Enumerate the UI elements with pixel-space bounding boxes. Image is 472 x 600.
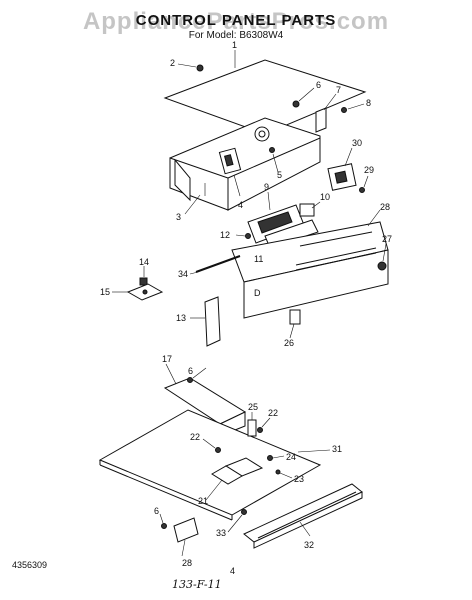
part-28-control-panel: D bbox=[231, 209, 389, 319]
base-panel bbox=[98, 409, 322, 521]
part-6-screw-mid bbox=[187, 367, 207, 383]
callout-14: 14 bbox=[139, 257, 149, 267]
svg-text:D: D bbox=[254, 288, 261, 298]
callout-11: 11 bbox=[254, 254, 263, 264]
callout-3: 3 bbox=[176, 212, 181, 222]
callout-8: 8 bbox=[366, 98, 371, 108]
callout-24: 24 bbox=[286, 452, 296, 462]
part-25-bracket bbox=[247, 412, 257, 437]
model-subtitle: For Model: B6308W4 bbox=[188, 30, 284, 41]
callout-2: 2 bbox=[170, 58, 175, 68]
part-26-clip bbox=[289, 309, 301, 339]
callout-7: 7 bbox=[336, 85, 341, 95]
part-13-insulation-strip bbox=[190, 296, 221, 347]
part-6-screw-top bbox=[292, 87, 315, 108]
document-number: 4356309 bbox=[12, 560, 48, 570]
diagram-title: CONTROL PANEL PARTS bbox=[135, 12, 337, 29]
callout-30: 30 bbox=[352, 138, 362, 148]
callout-22a: 22 bbox=[190, 432, 200, 442]
handwritten-note: 133-F-11 bbox=[172, 578, 222, 591]
callout-5: 5 bbox=[277, 170, 282, 180]
callout-6-bottom: 6 bbox=[154, 506, 159, 516]
callout-10: 10 bbox=[320, 192, 330, 202]
part-1-top-cover bbox=[163, 50, 367, 135]
callout-17: 17 bbox=[162, 354, 172, 364]
part-2-screw bbox=[177, 63, 204, 72]
part-clip-bottom bbox=[173, 517, 199, 557]
part-23-screw bbox=[275, 469, 293, 479]
part-31-leader bbox=[297, 449, 331, 453]
callout-32: 32 bbox=[304, 540, 314, 550]
part-21-bracket bbox=[205, 457, 264, 501]
part-29-screw bbox=[359, 175, 369, 193]
callout-27: 27 bbox=[382, 234, 392, 244]
callout-33: 33 bbox=[216, 528, 226, 538]
part-5-screw bbox=[269, 147, 279, 173]
part-3-console-housing bbox=[169, 117, 321, 215]
callout-6: 6 bbox=[316, 80, 321, 90]
watermark: AppliancePartsPros.com bbox=[82, 8, 390, 35]
part-22-screw-a bbox=[202, 438, 221, 453]
callout-21: 21 bbox=[198, 496, 208, 506]
part-4-switch bbox=[218, 147, 242, 197]
callout-6-mid: 6 bbox=[188, 366, 193, 376]
part-34-rod bbox=[189, 255, 241, 275]
callout-28: 28 bbox=[380, 202, 390, 212]
callout-20: 28 bbox=[182, 558, 192, 568]
callout-23: 23 bbox=[294, 474, 304, 484]
callout-31: 31 bbox=[332, 444, 342, 454]
callout-9: 9 bbox=[264, 182, 269, 192]
callout-13: 13 bbox=[176, 313, 186, 323]
part-7-bracket bbox=[315, 93, 337, 133]
part-14-clip bbox=[139, 266, 148, 286]
callout-15: 15 bbox=[100, 287, 110, 297]
callout-29: 29 bbox=[364, 165, 374, 175]
callout-34: 34 bbox=[178, 269, 188, 279]
callout-25: 25 bbox=[248, 402, 258, 412]
part-22-screw-b bbox=[257, 417, 271, 433]
callout-22b: 22 bbox=[268, 408, 278, 418]
callout-1: 1 bbox=[232, 40, 237, 50]
callout-labels: 1 2 3 4 5 6 7 8 9 10 11 12 13 14 15 17 2… bbox=[100, 40, 392, 568]
part-32-trim-strip bbox=[243, 483, 363, 549]
part-9-clock bbox=[247, 191, 305, 244]
part-27-knob bbox=[377, 243, 387, 271]
part-12-screw bbox=[235, 233, 251, 239]
part-15-bracket-plate bbox=[112, 283, 164, 301]
part-6-screw-bottom bbox=[159, 513, 167, 529]
callout-26: 26 bbox=[284, 338, 294, 348]
part-8-screw bbox=[341, 103, 365, 113]
part-33-screw bbox=[227, 509, 247, 533]
page-number: 4 bbox=[230, 566, 236, 576]
callout-4: 4 bbox=[238, 200, 243, 210]
part-30-thermostat bbox=[327, 147, 357, 191]
part-10-clock-knob bbox=[299, 201, 321, 217]
part-24-screw bbox=[267, 455, 285, 461]
callout-12: 12 bbox=[220, 230, 230, 240]
